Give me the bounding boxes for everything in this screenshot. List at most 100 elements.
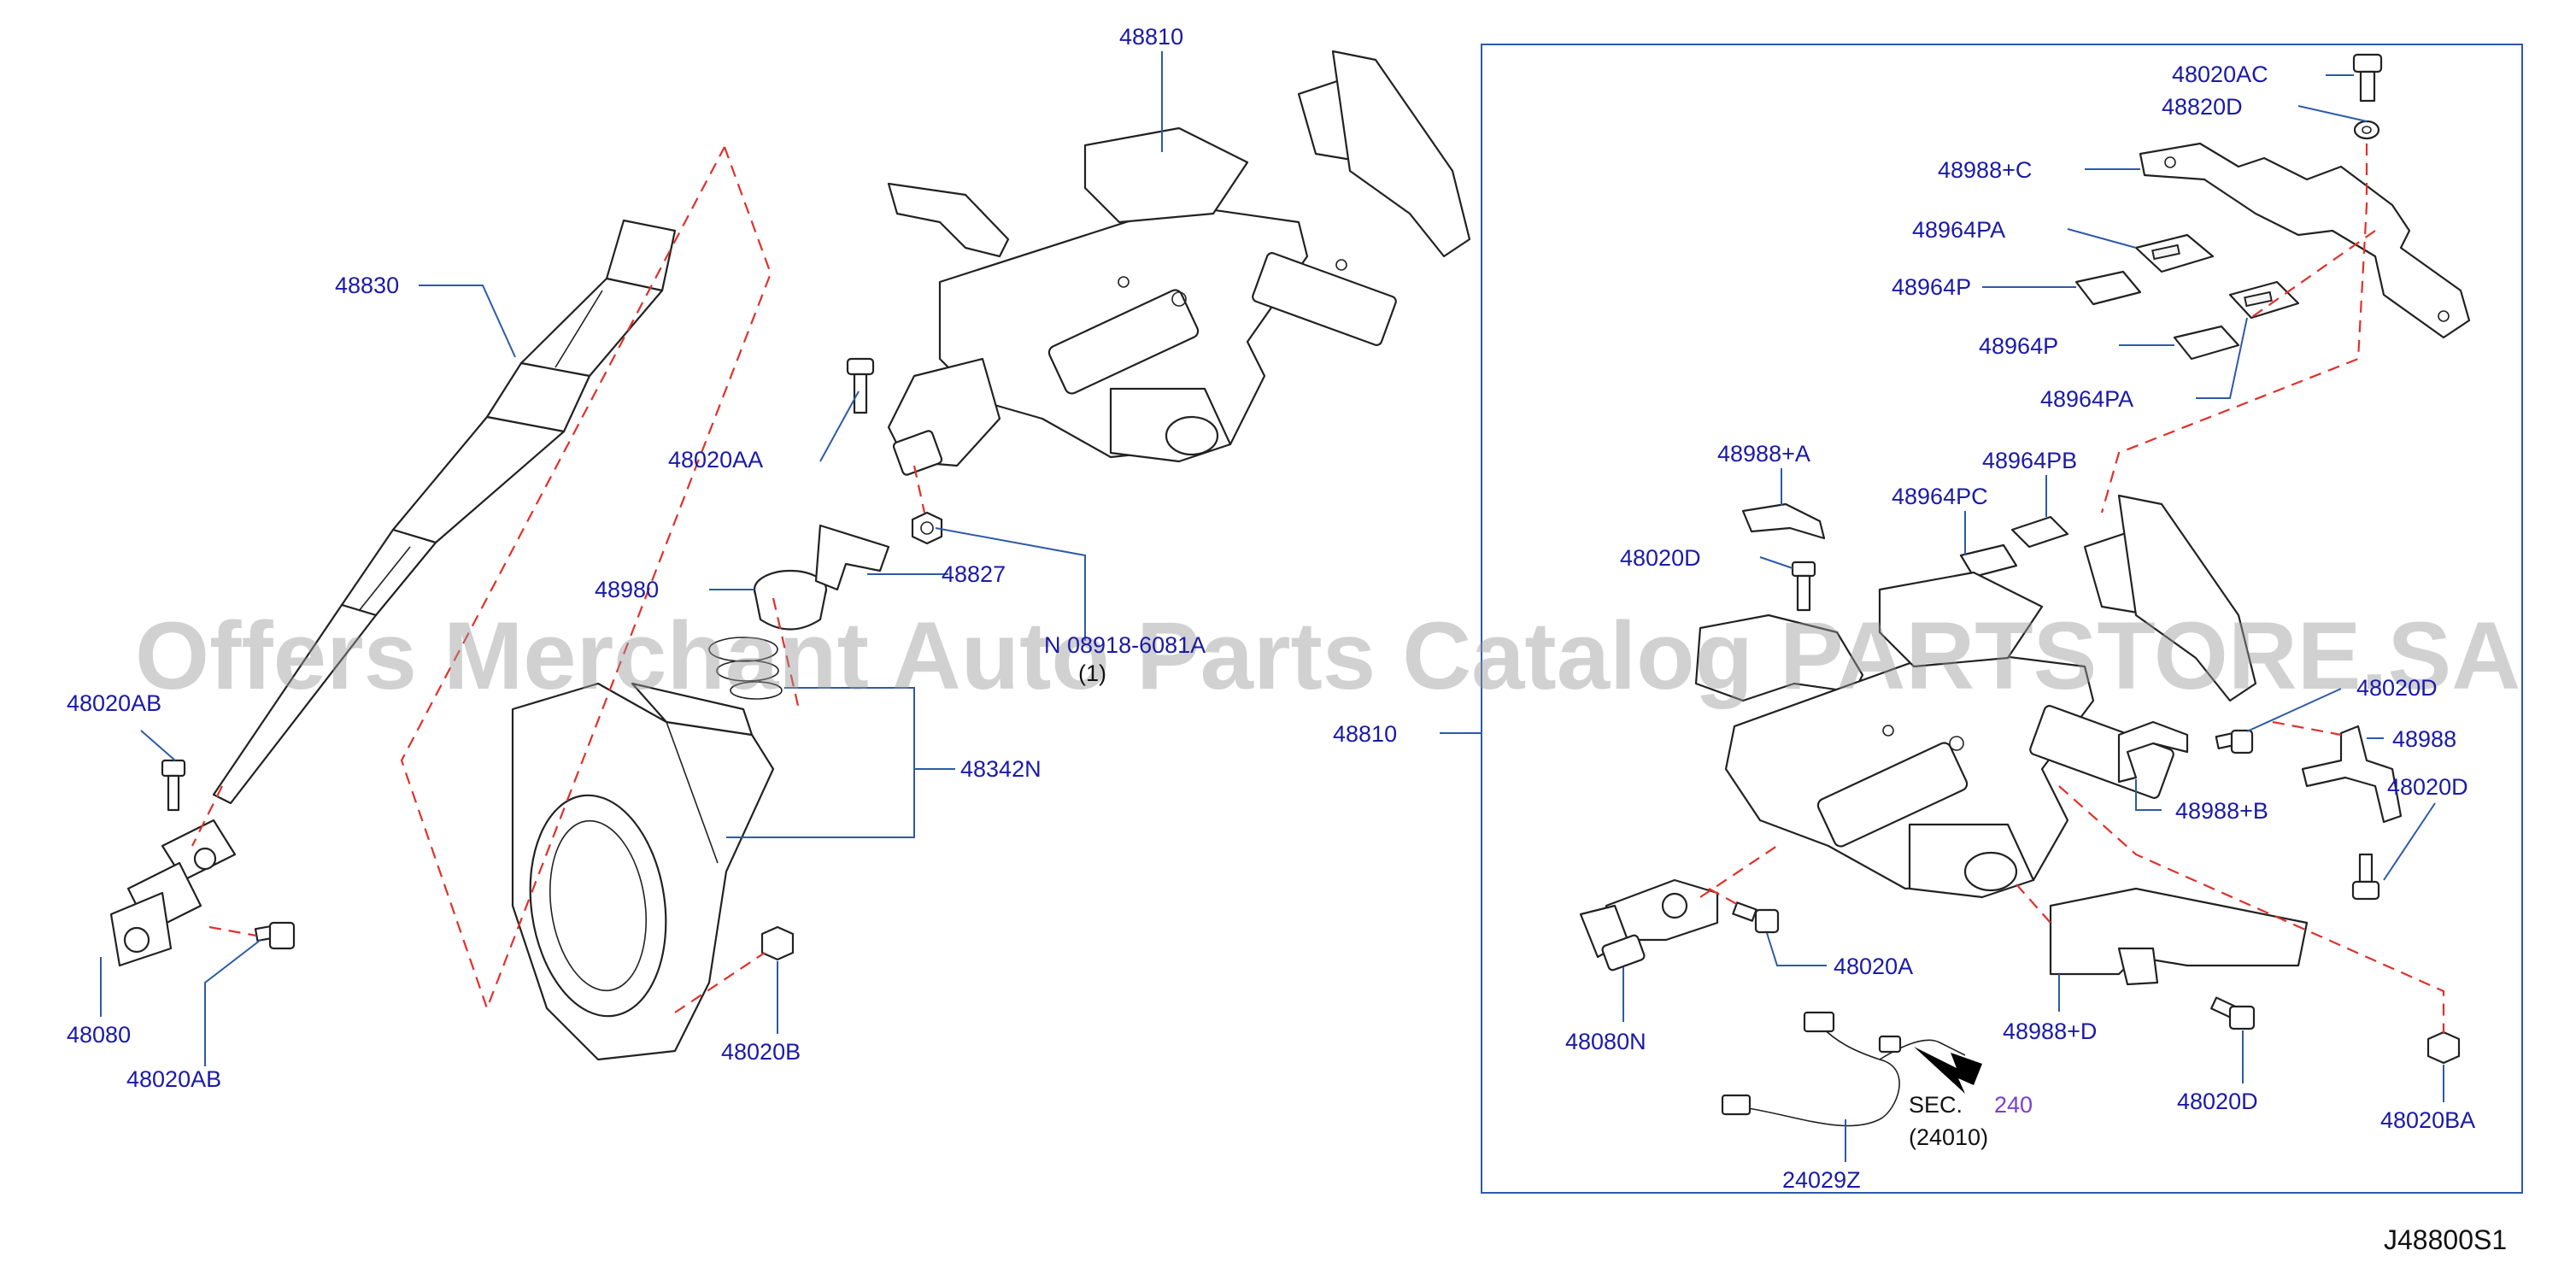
callout-48988B[interactable]: 48988+B [2175,798,2268,824]
pad-48964PA-top [2134,233,2215,273]
pad-48964PA-bottom [2228,280,2300,320]
callout-48020BA[interactable]: 48020BA [2380,1107,2475,1133]
bracket-48988 [2301,725,2403,824]
bolt-48020AB-top [161,759,186,812]
section-ref-prefix: SEC. [1909,1092,1963,1118]
bolt-48020D-left [1791,561,1816,612]
callout-48080N[interactable]: 48080N [1565,1029,1646,1054]
callout-24029Z[interactable]: 24029Z [1782,1167,1861,1193]
bolt-48020AB-bottom [254,921,296,950]
callout-48988D[interactable]: 48988+D [2003,1019,2097,1044]
callout-48020AB-bottom[interactable]: 48020AB [126,1066,221,1092]
callout-48020A[interactable]: 48020A [1834,954,1913,979]
leader-48020AB-bottom [204,939,261,1066]
nut-48020B [760,925,795,961]
leader-48020D-right [2383,802,2436,881]
leader-48020AA [819,390,860,462]
column-cover-48342N [511,682,775,1061]
boot-48980 [708,569,828,700]
bolt-48020AA [846,357,875,414]
callout-48020AC[interactable]: 48020AC [2172,62,2268,87]
dashed-connector-bolt [208,925,257,937]
pad-48964PB [2010,515,2069,549]
dashed-connector-joint-right [1699,845,1778,898]
section-ref-link[interactable]: 240 [1994,1092,2033,1118]
leader-48342N-upper [726,687,915,838]
bolt-48020D-mid [2215,729,2254,754]
leader-48020D-mid [2246,688,2342,732]
bolt-48020AC [2352,53,2383,103]
callout-48020AB-top[interactable]: 48020AB [67,690,161,716]
callout-48827[interactable]: 48827 [942,561,1006,587]
dashed-connector-bolt-right [1708,888,1744,908]
callout-48964PA-bottom[interactable]: 48964PA [2040,386,2133,412]
dashed-connector-48988-column [2272,720,2342,737]
dashed-connector-bottom-right [2058,785,2445,1034]
dashed-connector-shaft [400,146,772,1012]
dashed-connector-joint [191,785,223,847]
callout-08918-qty: (1) [1078,660,1106,686]
callout-48964PA-top[interactable]: 48964PA [1912,217,2005,243]
nut-48020BA [2426,1030,2461,1065]
leader-48988B [2135,779,2162,811]
callout-48988[interactable]: 48988 [2392,726,2456,752]
pad-48964P-top [2074,270,2142,306]
callout-08918[interactable]: N 08918-6081A [1044,632,1206,658]
watermark-text: Offers Merchant Auto Parts Catalog PARTS… [135,602,2520,709]
leader-48964PA-bottom [2196,317,2248,399]
callout-48020D-bottom[interactable]: 48020D [2177,1089,2258,1114]
bracket-48988D [2049,887,2309,986]
washer-48820D [2353,120,2380,140]
bracket-48988A [1741,502,1826,540]
callout-48810-box[interactable]: 48810 [1333,721,1397,747]
leader-48020AB-top [140,730,176,761]
callout-48830[interactable]: 48830 [335,273,399,298]
bolt-48020D-right [2351,853,2380,901]
dashed-connector-cover-column [2246,230,2376,321]
callout-48020AA[interactable]: 48020AA [668,447,763,473]
callout-48020D-mid[interactable]: 48020D [2356,675,2438,701]
callout-48020D-right[interactable]: 48020D [2387,774,2468,800]
steering-column-assembly-48810-left [887,50,1471,476]
universal-joint-48080 [109,819,237,967]
pad-48964P-bottom [2173,325,2240,361]
nut-08918 [911,511,943,545]
leader-48020A [1766,932,1827,966]
callout-48020D-left[interactable]: 48020D [1620,545,1701,571]
section-arrow-icon [1914,1047,1982,1094]
callout-48964PB[interactable]: 48964PB [1982,448,2077,473]
callout-48964P-bottom[interactable]: 48964P [1979,333,2058,359]
bracket-48988C [2139,142,2471,339]
detail-box-frame [1481,44,2523,1194]
universal-joint-48080N [1579,878,1719,972]
dashed-connector-cover-nut [674,952,766,1013]
dashed-connector-nut-bracket [2016,883,2051,924]
callout-48980[interactable]: 48980 [595,577,659,602]
diagram-code: J48800S1 [2384,1224,2507,1255]
callout-48020B[interactable]: 48020B [721,1039,801,1065]
bracket-48988B [2117,720,2189,784]
callout-48964PC[interactable]: 48964PC [1892,484,1988,509]
clip-48827 [814,524,890,591]
pad-48964PC [1959,543,2018,578]
callout-48964P-top[interactable]: 48964P [1892,274,1971,300]
callout-48080[interactable]: 48080 [67,1022,131,1048]
steering-column-assembly-48810-right [1694,494,2257,899]
leader-48020D-left [1759,556,1793,569]
dashed-connector-bracket-column [2100,144,2368,514]
bolt-48020A [1732,901,1780,934]
callout-48810-left[interactable]: 48810 [1119,24,1183,50]
callout-48820D[interactable]: 48820D [2162,94,2243,120]
callout-48342N[interactable]: 48342N [960,756,1042,782]
section-ref-sub: (24010) [1909,1124,1988,1150]
dashed-connector-nut-column [912,465,926,514]
callout-48988A[interactable]: 48988+A [1717,441,1810,467]
bolt-48020D-bottom [2210,996,2256,1030]
leader-48830 [419,285,516,358]
harness-24029Z [1721,1011,1966,1127]
steering-shaft-48830 [212,219,677,805]
callout-48988C[interactable]: 48988+C [1938,157,2032,183]
leader-48820D [2297,105,2368,122]
leader-48964PA-top [2067,228,2137,249]
